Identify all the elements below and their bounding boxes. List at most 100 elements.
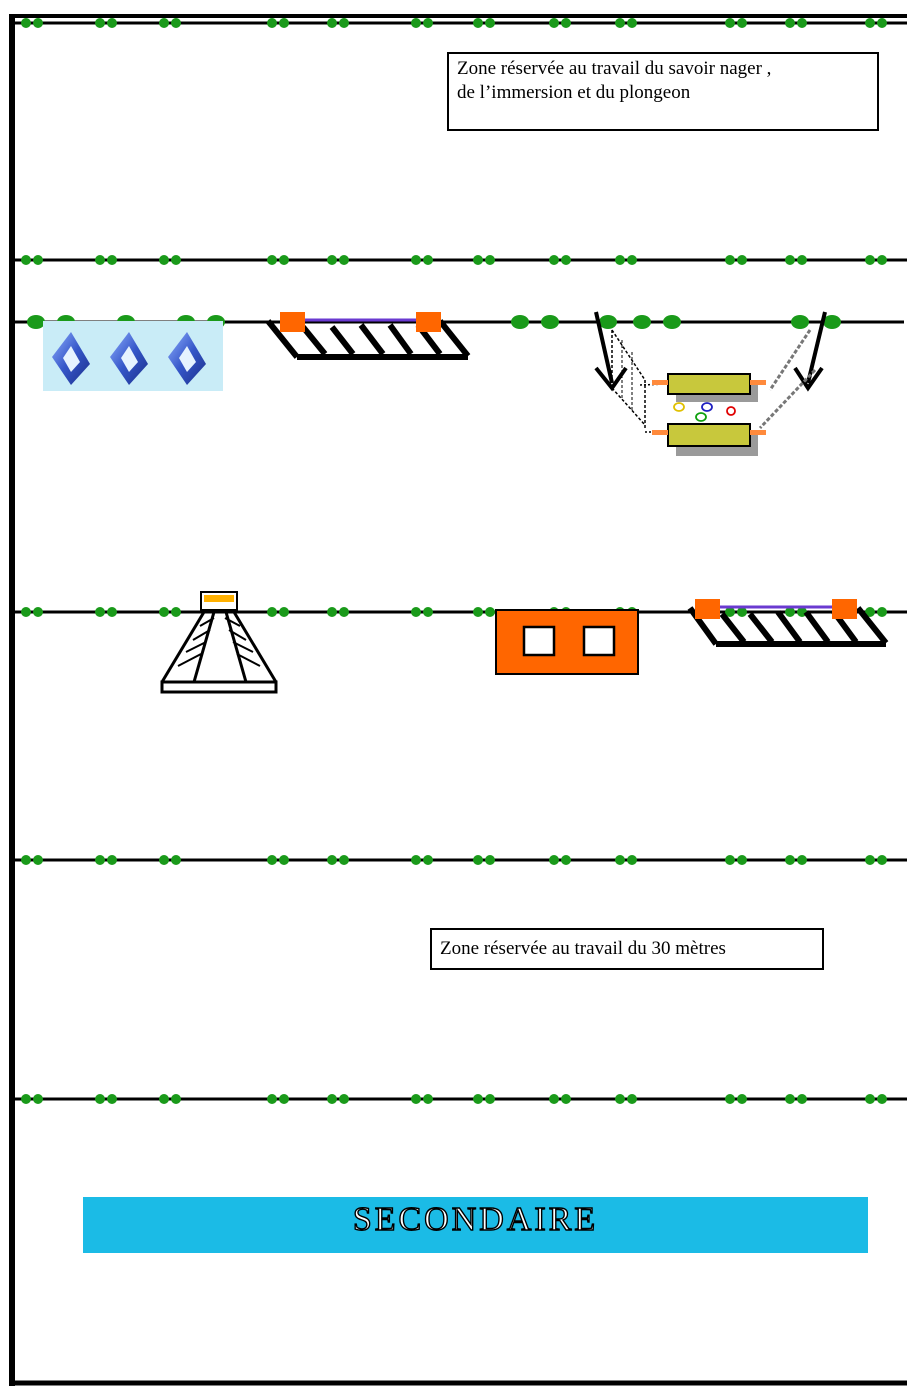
lane-float [877, 18, 887, 28]
lane-float [33, 1094, 43, 1104]
lane-float [877, 855, 887, 865]
lane-float [473, 607, 483, 617]
lane-float [561, 18, 571, 28]
ladder-icon [268, 312, 468, 357]
lane-float [785, 18, 795, 28]
lane-float [95, 855, 105, 865]
lane-float [627, 255, 637, 265]
lane-float [107, 18, 117, 28]
lane-float [33, 255, 43, 265]
swim-zone-label: Zone réservée au travail du savoir nager… [447, 52, 879, 131]
lane-float [267, 255, 277, 265]
lane-float [95, 255, 105, 265]
lane-float [171, 855, 181, 865]
lane-float [279, 255, 289, 265]
lane-float [107, 1094, 117, 1104]
swim-zone-label-line1: Zone réservée au travail du savoir nager… [457, 57, 869, 81]
lane-float [485, 855, 495, 865]
lane-float [791, 315, 809, 329]
lane-float [159, 855, 169, 865]
ladder-icon [690, 599, 886, 644]
lane-float [615, 855, 625, 865]
lane-float [21, 1094, 31, 1104]
lane-float [737, 18, 747, 28]
lane-float [267, 607, 277, 617]
lane-float [339, 855, 349, 865]
lane-float [159, 1094, 169, 1104]
lane-float [95, 18, 105, 28]
lane-float [411, 1094, 421, 1104]
lane-float [21, 18, 31, 28]
lane-float [107, 855, 117, 865]
lane-float [615, 18, 625, 28]
lane-float [785, 255, 795, 265]
lane-float [561, 255, 571, 265]
lane-float [327, 607, 337, 617]
lane-float [797, 255, 807, 265]
lane-float [485, 255, 495, 265]
lane-float [423, 607, 433, 617]
lane-float [33, 607, 43, 617]
step-ladder-icon [162, 592, 276, 692]
pool-border [12, 14, 907, 1386]
lane-float [549, 1094, 559, 1104]
lane-float [411, 18, 421, 28]
lane-float [725, 18, 735, 28]
lane-float [279, 1094, 289, 1104]
lane-float [725, 1094, 735, 1104]
lane-float [423, 18, 433, 28]
lane-float [633, 315, 651, 329]
lane-float [107, 607, 117, 617]
lane-float [267, 18, 277, 28]
lane-float [327, 1094, 337, 1104]
lane-float [737, 1094, 747, 1104]
lane-float [725, 255, 735, 265]
lane-float [423, 255, 433, 265]
lane-float [33, 855, 43, 865]
lane-float [549, 855, 559, 865]
lane-float [171, 18, 181, 28]
lane-float [327, 855, 337, 865]
lane-float [33, 18, 43, 28]
lane-float [279, 18, 289, 28]
lane-float [159, 18, 169, 28]
lane-float [339, 607, 349, 617]
lane-float [95, 607, 105, 617]
lane-float [485, 1094, 495, 1104]
lane-float [267, 855, 277, 865]
lane-float [327, 255, 337, 265]
lane-float [877, 1094, 887, 1104]
lane-float [171, 607, 181, 617]
lane-float [21, 255, 31, 265]
double-platform-icon [596, 312, 825, 456]
lane-float [541, 315, 559, 329]
lane-float [627, 1094, 637, 1104]
lane-float [627, 18, 637, 28]
lane-float [21, 855, 31, 865]
lane-float [279, 855, 289, 865]
lane-float [171, 1094, 181, 1104]
lane-float [785, 1094, 795, 1104]
lane-float [473, 18, 483, 28]
lane-float [663, 315, 681, 329]
lane-float [737, 855, 747, 865]
lane-float [599, 315, 617, 329]
lane-float [473, 255, 483, 265]
lane-float [95, 1094, 105, 1104]
lane-float [279, 607, 289, 617]
ring-group [43, 321, 223, 391]
lane-float [549, 18, 559, 28]
lane-float [339, 1094, 349, 1104]
lane-float [485, 18, 495, 28]
lane-float [423, 1094, 433, 1104]
lane-float [627, 855, 637, 865]
level-banner: SECONDAIRE [83, 1197, 868, 1253]
lane-float [865, 1094, 875, 1104]
lane-float [339, 18, 349, 28]
lane-float [737, 255, 747, 265]
lane-float [27, 315, 45, 329]
lane-float [159, 607, 169, 617]
lane-float [865, 855, 875, 865]
swim-zone-label-line2: de l’immersion et du plongeon [457, 81, 869, 105]
